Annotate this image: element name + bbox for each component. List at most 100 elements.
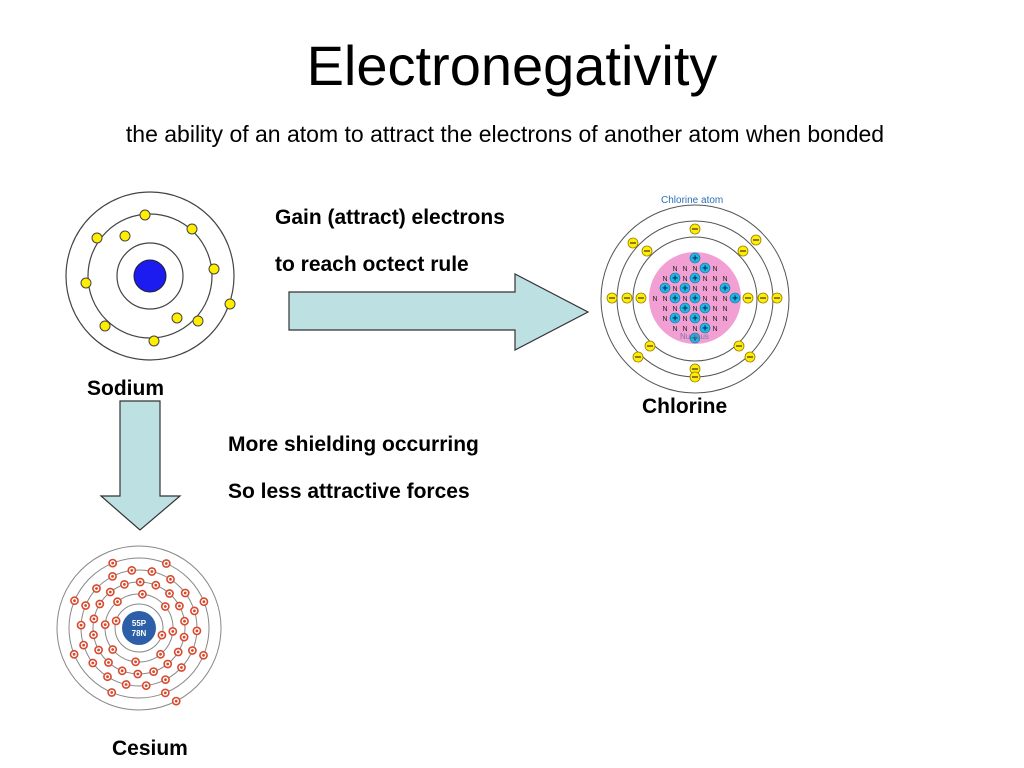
chlorine-neutron: N [702,316,707,323]
down-arrow [99,400,182,531]
sodium-electron [119,230,131,242]
chlorine-proton-sign: + [682,304,688,315]
cesium-electron-core [111,575,114,578]
cesium-electron-core [82,643,85,647]
cesium-electron-core [202,653,205,657]
chlorine-nucleus-label: Nucleus [680,332,709,341]
chlorine-proton [719,282,731,294]
cesium-atom-diagram: 55P 78N [56,545,222,711]
chlorine-proton-sign: + [692,254,698,265]
sodium-electron [91,232,103,244]
chlorine-proton-sign: + [692,334,698,345]
chlorine-proton [729,292,741,304]
cesium-electron-core [136,672,140,676]
cesium-electron-core [160,633,164,637]
chlorine-proton-sign: + [732,294,738,305]
chlorine-neutron: N [702,296,707,303]
cesium-electron-core [195,629,199,633]
chlorine-neutron: N [722,316,727,323]
cesium-electron-core [182,635,186,639]
cesium-electron-core [130,569,134,572]
sodium-electron [186,223,198,235]
chlorine-proton-sign: + [682,284,688,295]
cesium-electron-core [107,661,110,664]
chlorine-neutron: N [662,316,667,323]
chlorine-proton-sign: + [672,274,678,285]
chlorine-neutron: N [662,276,667,283]
cesium-electron-core [114,619,118,623]
cesium-electron-core [111,648,115,651]
cesium-electron-core [169,577,172,581]
chlorine-proton [689,252,701,264]
chlorine-neutron: N [702,286,707,293]
cesium-electron-core [92,617,96,621]
chlorine-neutron: N [722,296,727,303]
cesium-electron-core [116,600,119,604]
sodium-electron [208,263,220,275]
sodium-electron [99,320,111,332]
chlorine-image-title: Chlorine atom [661,195,723,206]
chlorine-proton [689,312,701,324]
chlorine-neutron: N [692,306,697,313]
chlorine-neutron: N [682,276,687,283]
cesium-electron-core [141,592,144,596]
chlorine-neutron: N [712,266,717,273]
cesium-electron-core [202,600,206,604]
chlorine-proton-sign: + [692,274,698,285]
cesium-electron-core [72,652,76,656]
cesium-electron-core [191,649,194,652]
shielding-text: More shielding occurring [228,433,479,456]
cesium-electron-core [73,599,76,603]
cesium-label: Cesium [112,737,188,760]
cesium-electron-core [144,684,148,687]
chlorine-neutron: N [712,286,717,293]
cesium-electron-core [164,678,167,681]
cesium-electron-core [178,604,181,608]
cesium-electron-core [79,623,83,627]
cesium-electron-core [163,605,167,608]
cesium-electron-core [92,633,95,637]
chlorine-proton-sign: + [692,294,698,305]
cesium-electron-core [193,609,196,613]
chlorine-neutron: N [712,316,717,323]
chlorine-proton [689,292,701,304]
cesium-electron-core [183,619,186,623]
cesium-electron-core [171,630,175,633]
cesium-electron-core [152,670,155,673]
cesium-electron-core [164,562,168,565]
right-arrow [288,273,590,351]
chlorine-proton-sign: + [702,304,708,315]
chlorine-proton-sign: + [672,314,678,325]
sodium-electron [171,312,183,324]
chlorine-proton [679,302,691,314]
cesium-electron-core [120,669,124,673]
sodium-electron [80,277,92,289]
chlorine-proton [699,322,711,334]
chlorine-neutron: N [662,296,667,303]
attractive-forces-text: So less attractive forces [228,480,470,503]
sodium-electron [192,315,204,327]
chlorine-neutron: N [722,276,727,283]
chlorine-proton-sign: + [722,284,728,295]
cesium-electron-core [84,604,87,607]
cesium-electron-core [97,648,100,652]
cesium-electron-core [154,583,158,587]
chlorine-neutron: N [672,306,677,313]
chlorine-proton-sign: + [692,314,698,325]
cesium-electron-core [176,650,180,654]
cesium-electron-core [106,675,109,679]
cesium-electron-core [174,699,178,703]
chlorine-proton [689,272,701,284]
chlorine-proton [669,312,681,324]
cesium-electron-core [91,661,95,665]
cesium-nucleus [122,611,156,645]
chlorine-neutron: N [702,276,707,283]
chlorine-neutron: N [692,266,697,273]
chlorine-neutron: N [692,286,697,293]
cesium-electron-core [180,666,183,669]
cesium-electron-core [138,580,142,584]
chlorine-proton [699,302,711,314]
sodium-electron [148,335,160,347]
chlorine-proton [669,272,681,284]
chlorine-neutron: N [682,296,687,303]
